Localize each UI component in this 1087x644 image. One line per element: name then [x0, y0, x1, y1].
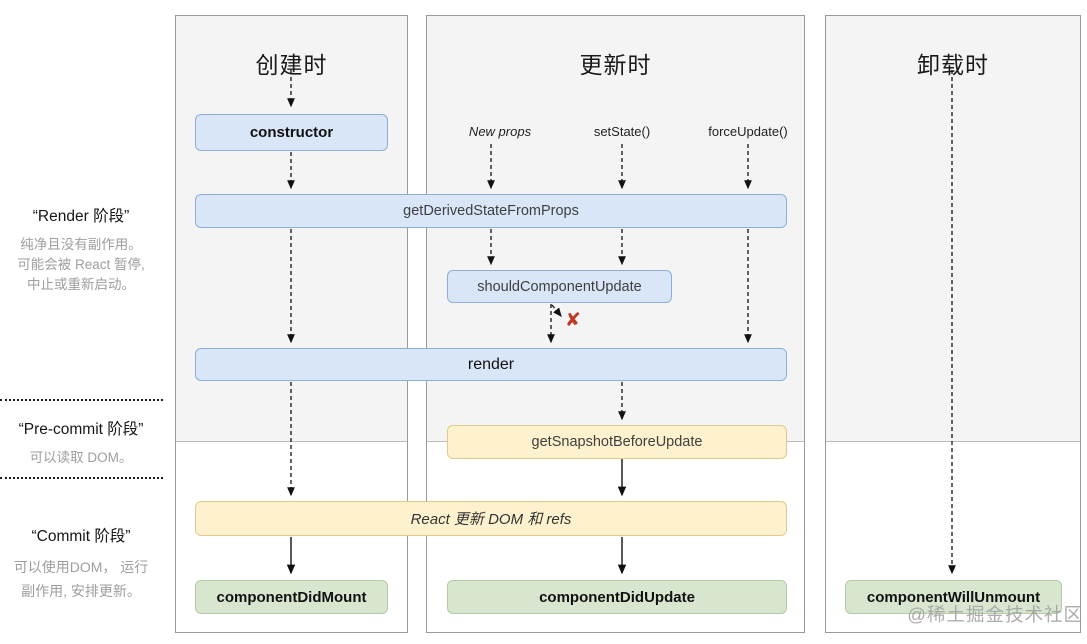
mount-column-panel: 创建时	[175, 15, 408, 633]
precommit-phase-label: “Pre-commit 阶段” 可以读取 DOM。	[0, 417, 162, 468]
commit-phase-desc-line: 副作用, 安排更新。	[21, 583, 141, 599]
render-phase-title: “Render 阶段”	[32, 208, 130, 225]
watermark: @稀土掘金技术社区	[907, 604, 1083, 625]
update-column-title: 更新时	[579, 52, 652, 78]
render-phase-label: “Render 阶段” 纯净且没有副作用。 可能会被 React 暂停, 中止或…	[0, 204, 162, 295]
precommit-phase-title: “Pre-commit 阶段”	[18, 421, 144, 438]
commit-phase-label: “Commit 阶段” 可以使用DOM， 运行 副作用, 安排更新。	[0, 524, 162, 603]
stop-x-icon: ✘	[565, 310, 581, 331]
precommit-phase-desc-line: 可以读取 DOM。	[29, 450, 133, 465]
phase-separator	[0, 477, 163, 479]
render-phase-desc-line: 可能会被 React 暂停,	[17, 257, 145, 272]
update-column-panel: 更新时	[426, 15, 805, 633]
shouldcomponentupdate-box[interactable]: shouldComponentUpdate	[447, 270, 672, 303]
render-phase-desc-line: 纯净且没有副作用。	[20, 237, 142, 252]
render-phase-desc-line: 中止或重新启动。	[27, 277, 135, 292]
forceupdate-trigger-label: forceUpdate()	[708, 124, 788, 139]
componentdidmount-box[interactable]: componentDidMount	[195, 580, 388, 614]
react-updates-dom-box: React 更新 DOM 和 refs	[195, 501, 787, 536]
componentwillunmount-box[interactable]: componentWillUnmount	[845, 580, 1062, 614]
componentdidupdate-box[interactable]: componentDidUpdate	[447, 580, 787, 614]
unmount-column-panel: 卸载时	[825, 15, 1081, 633]
setstate-trigger-label: setState()	[593, 124, 651, 139]
phase-separator	[0, 399, 163, 401]
unmount-column-title: 卸载时	[917, 52, 989, 78]
mount-column-title: 创建时	[255, 52, 328, 78]
new-props-trigger-label: New props	[468, 124, 532, 139]
render-box[interactable]: render	[195, 348, 787, 381]
getderivedstatefromprops-box[interactable]: getDerivedStateFromProps	[195, 194, 787, 228]
render-phase-zone	[826, 16, 1080, 442]
commit-phase-title: “Commit 阶段”	[31, 528, 131, 545]
commit-phase-desc-line: 可以使用DOM， 运行	[13, 559, 149, 575]
constructor-box[interactable]: constructor	[195, 114, 388, 151]
getsnapshotbeforeupdate-box[interactable]: getSnapshotBeforeUpdate	[447, 425, 787, 459]
